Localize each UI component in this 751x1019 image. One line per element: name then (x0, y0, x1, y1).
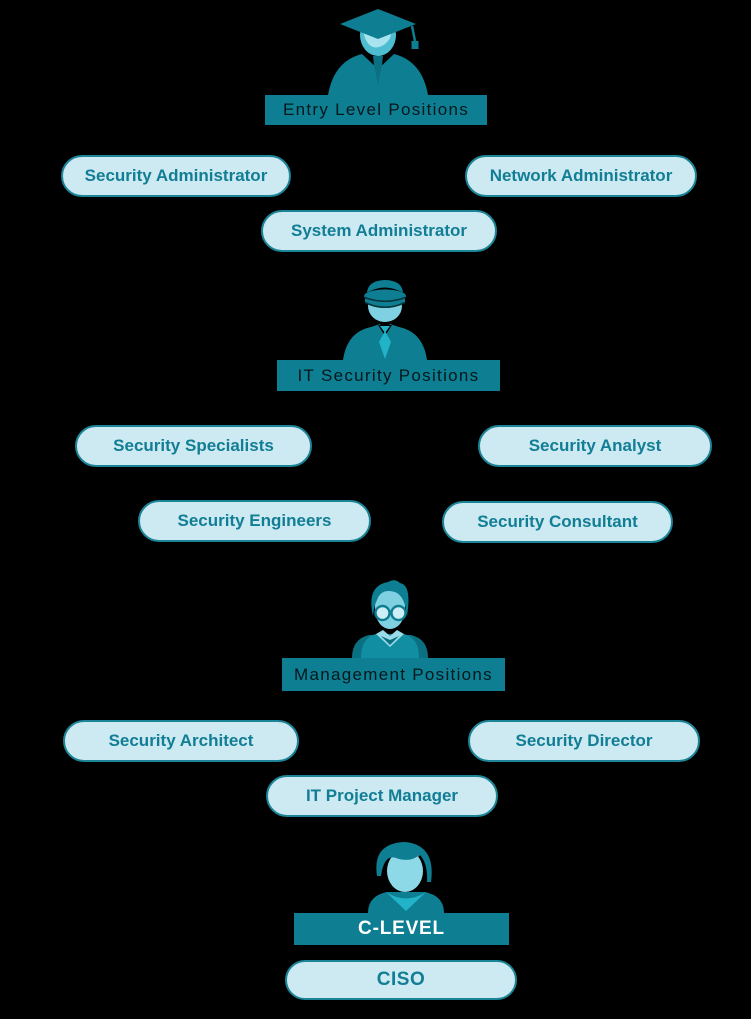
it-security-banner: IT Security Positions (277, 360, 500, 391)
management-banner: Management Positions (282, 658, 505, 691)
pill-security-specialists: Security Specialists (75, 425, 312, 467)
pill-security-engineers: Security Engineers (138, 500, 371, 542)
pill-security-director: Security Director (468, 720, 700, 762)
entry-level-banner: Entry Level Positions (265, 95, 487, 125)
pill-security-architect: Security Architect (63, 720, 299, 762)
pill-network-administrator: Network Administrator (465, 155, 697, 197)
pill-it-project-manager: IT Project Manager (266, 775, 498, 817)
pill-security-consultant: Security Consultant (442, 501, 673, 543)
executive-person-icon (364, 838, 448, 913)
pill-security-administrator: Security Administrator (61, 155, 291, 197)
pill-system-administrator: System Administrator (261, 210, 497, 252)
c-level-banner: C-LEVEL (294, 913, 509, 945)
pill-security-analyst: Security Analyst (478, 425, 712, 467)
pill-ciso: CISO (285, 960, 517, 1000)
graduate-person-icon (316, 9, 440, 95)
manager-glasses-icon (348, 576, 432, 658)
police-officer-icon (337, 276, 433, 360)
